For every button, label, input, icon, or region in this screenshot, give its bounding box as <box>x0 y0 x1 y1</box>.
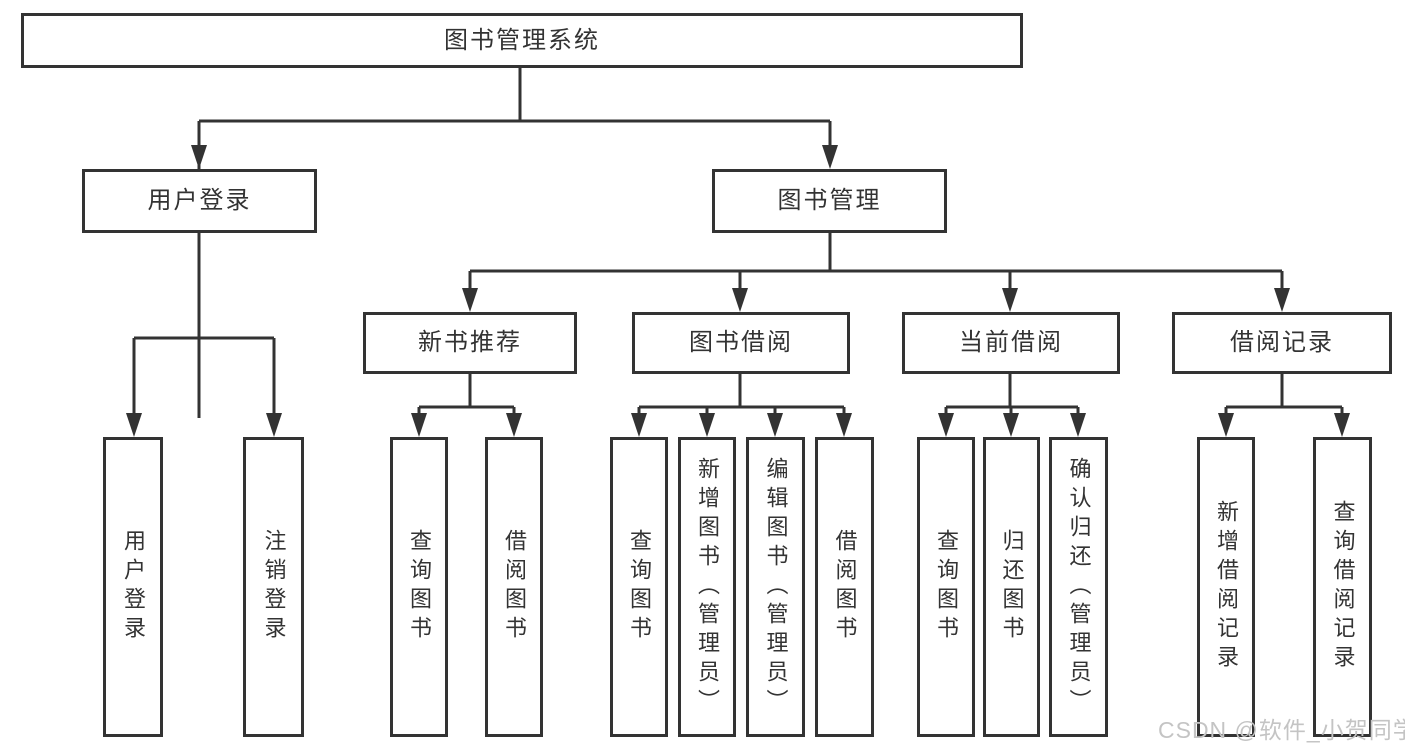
node-book-management: 图书管理 <box>712 169 947 233</box>
leaf-recommend-query-books: 查询图书 <box>390 437 448 737</box>
leaf-current-query-books: 查询图书 <box>917 437 975 737</box>
connector-book-borrowing-to-leaves <box>631 374 852 437</box>
leaf-records-query-borrow-record: 查询借阅记录 <box>1313 437 1372 737</box>
leaf-label: 查询图书 <box>407 529 432 645</box>
leaf-label: 查询图书 <box>627 529 652 645</box>
leaf-label: 归还图书 <box>999 529 1025 645</box>
node-current-borrowing: 当前借阅 <box>902 312 1120 374</box>
node-label: 图书管理系统 <box>444 26 600 54</box>
node-label: 当前借阅 <box>959 329 1063 356</box>
node-user-login: 用户登录 <box>82 169 317 233</box>
arrowhead <box>1218 413 1234 437</box>
leaf-logout: 注销登录 <box>243 437 304 737</box>
connector-current-borrowing-to-leaves <box>938 374 1086 437</box>
arrowhead <box>1003 413 1019 437</box>
connector-root-to-level2 <box>191 68 838 418</box>
leaf-label: 编辑图书（管理员） <box>763 456 789 718</box>
arrowhead <box>191 145 207 169</box>
arrowhead <box>1274 288 1290 312</box>
arrowhead <box>822 145 838 169</box>
node-library-management-system: 图书管理系统 <box>21 13 1023 68</box>
arrowhead <box>266 413 282 437</box>
arrowhead <box>732 288 748 312</box>
leaf-label: 确认归还（管理员） <box>1066 456 1092 718</box>
leaf-user-login: 用户登录 <box>103 437 163 737</box>
arrowhead <box>1334 413 1350 437</box>
node-label: 图书借阅 <box>689 329 793 356</box>
arrowhead <box>411 413 427 437</box>
leaf-records-add-borrow-record: 新增借阅记录 <box>1197 437 1255 737</box>
arrowhead <box>126 413 142 437</box>
arrowhead <box>506 413 522 437</box>
node-label: 借阅记录 <box>1230 329 1334 356</box>
leaf-label: 用户登录 <box>121 529 146 645</box>
leaf-borrowing-add-books-admin: 新增图书（管理员） <box>678 437 736 737</box>
leaf-borrowing-borrow-books: 借阅图书 <box>815 437 874 737</box>
leaf-label: 查询图书 <box>934 529 959 645</box>
leaf-borrowing-query-books: 查询图书 <box>610 437 668 737</box>
node-borrowing-records: 借阅记录 <box>1172 312 1392 374</box>
node-label: 用户登录 <box>147 187 252 214</box>
arrowhead <box>699 413 715 437</box>
arrowhead <box>938 413 954 437</box>
arrowhead <box>1070 413 1086 437</box>
arrowhead <box>631 413 647 437</box>
node-book-borrowing: 图书借阅 <box>632 312 850 374</box>
leaf-borrowing-edit-books-admin: 编辑图书（管理员） <box>746 437 805 737</box>
leaf-label: 新增图书（管理员） <box>695 456 720 718</box>
arrowhead <box>836 413 852 437</box>
leaf-label: 借阅图书 <box>502 529 527 645</box>
node-label: 图书管理 <box>777 187 882 214</box>
leaf-label: 借阅图书 <box>832 529 858 645</box>
leaf-label: 查询借阅记录 <box>1330 500 1356 674</box>
leaf-label: 注销登录 <box>261 529 287 645</box>
connector-user-login-to-leaves <box>126 233 282 437</box>
csdn-watermark: CSDN @软件_小贺同学 <box>1158 717 1405 743</box>
leaf-recommend-borrow-books: 借阅图书 <box>485 437 543 737</box>
arrowhead <box>767 413 783 437</box>
connector-new-book-recommendation-to-leaves <box>411 374 522 437</box>
node-new-book-recommendation: 新书推荐 <box>363 312 577 374</box>
node-label: 新书推荐 <box>418 329 522 356</box>
connector-borrowing-records-to-leaves <box>1218 374 1350 437</box>
connector-book-management-to-level3 <box>462 232 1290 312</box>
leaf-current-return-books: 归还图书 <box>983 437 1040 737</box>
arrowhead <box>1002 288 1018 312</box>
leaf-current-confirm-return-admin: 确认归还（管理员） <box>1049 437 1108 737</box>
arrowhead <box>462 288 478 312</box>
leaf-label: 新增借阅记录 <box>1214 500 1239 674</box>
